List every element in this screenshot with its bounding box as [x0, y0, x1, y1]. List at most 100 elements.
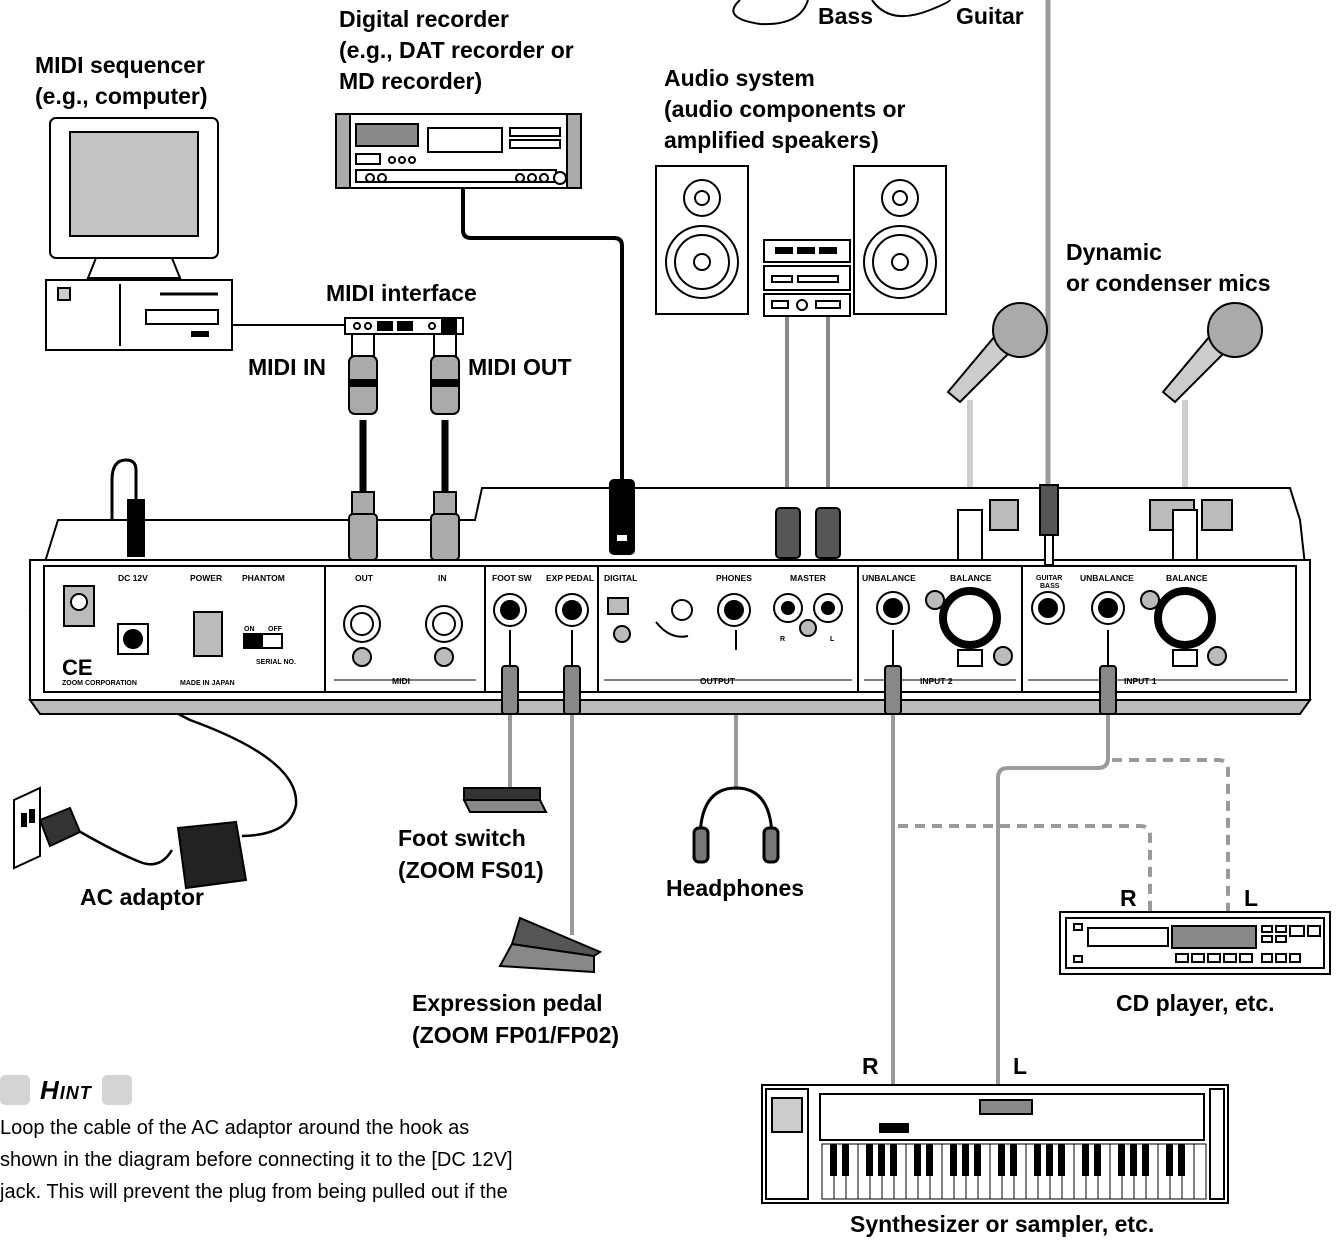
panel-midi-out: OUT	[355, 573, 374, 583]
panel-master: MASTER	[790, 573, 826, 583]
synth-black-key	[1142, 1144, 1149, 1176]
mics-label-1: Dynamic	[1066, 239, 1162, 265]
midi-plugs	[348, 333, 460, 415]
expression-pedal-icon	[498, 916, 603, 974]
panel-brand: ZOOM CORPORATION	[62, 680, 137, 687]
rear-panel	[28, 487, 1312, 715]
speaker-left-icon	[655, 165, 749, 315]
panel-bass: BASS	[1040, 583, 1060, 590]
synth-black-key	[1178, 1144, 1185, 1176]
synth-r-label: R	[862, 1053, 879, 1079]
expression-pedal-label-1: Expression pedal	[412, 990, 602, 1016]
audio-system-label-3: amplified speakers)	[664, 127, 879, 153]
panel-made: MADE IN JAPAN	[180, 680, 235, 687]
panel-power: POWER	[190, 573, 222, 583]
foot-switch-label-1: Foot switch	[398, 825, 526, 851]
hint-line-1: Loop the cable of the AC adaptor around …	[0, 1117, 470, 1139]
panel-unbalance-2: UNBALANCE	[862, 573, 916, 583]
synth-black-key	[998, 1144, 1005, 1176]
panel-phantom: PHANTOM	[242, 573, 285, 583]
panel-balance-1: BALANCE	[1166, 573, 1208, 583]
panel-input2: INPUT 2	[920, 676, 953, 686]
computer-icon	[45, 117, 233, 351]
hint-line-3: jack. This will prevent the plug from be…	[0, 1181, 508, 1203]
audio-system-label-1: Audio system	[664, 65, 815, 91]
hint-body: Loop the cable of the AC adaptor around …	[0, 1112, 740, 1208]
panel-input1: INPUT 1	[1124, 676, 1157, 686]
midi-out-label: MIDI OUT	[468, 354, 572, 380]
synth-black-key	[914, 1144, 921, 1176]
hint-square-left-icon	[0, 1075, 30, 1105]
guitar-label: Guitar	[956, 3, 1024, 29]
mic-left-icon	[946, 302, 1048, 404]
foot-switch-label-2: (ZOOM FS01)	[398, 857, 544, 883]
digital-recorder-text: Digital recorder (e.g., DAT recorder or …	[339, 6, 574, 94]
synth-black-key	[1046, 1144, 1053, 1176]
hint-title: Hint	[40, 1074, 92, 1105]
synth-black-key	[1166, 1144, 1173, 1176]
panel-master-l: L	[830, 636, 835, 643]
cd-player-icon	[1059, 911, 1331, 975]
panel-serial: SERIAL NO.	[256, 659, 296, 666]
panel-midi: MIDI	[392, 676, 410, 686]
midi-sequencer-label-2: (e.g., computer)	[35, 83, 208, 109]
headphones-label: Headphones	[666, 875, 804, 901]
audio-system-text: Audio system (audio components or amplif…	[664, 65, 906, 153]
panel-output: OUTPUT	[700, 676, 736, 686]
synth-black-key	[842, 1144, 849, 1176]
device-plugs	[127, 479, 1198, 715]
synth-black-key	[974, 1144, 981, 1176]
hint-square-right-icon	[101, 1075, 132, 1105]
headphones-icon	[692, 786, 780, 864]
midi-interface-label: MIDI interface	[326, 280, 477, 306]
audio-system-label-2: (audio components or	[664, 96, 906, 122]
midi-in-label: MIDI IN	[248, 354, 326, 380]
synth-white-key	[1193, 1143, 1207, 1200]
mics-text: Dynamic or condenser mics	[1066, 239, 1271, 296]
speaker-right-icon	[853, 165, 947, 315]
synth-black-key	[890, 1144, 897, 1176]
panel-guitar: GUITAR	[1036, 575, 1062, 582]
synth-black-key	[1034, 1144, 1041, 1176]
midi-interface-icon	[344, 317, 464, 335]
outlet-icon	[13, 786, 82, 870]
synth-black-key	[1130, 1144, 1137, 1176]
digital-recorder-label-2: (e.g., DAT recorder or	[339, 37, 574, 63]
digital-recorder-label-3: MD recorder)	[339, 68, 482, 94]
panel-unbalance-1: UNBALANCE	[1080, 573, 1134, 583]
ac-adaptor-icon	[176, 820, 248, 890]
ac-adaptor-label: AC adaptor	[80, 884, 204, 910]
bass-guitar-bodies	[732, 0, 951, 26]
synth-black-key	[926, 1144, 933, 1176]
bass-label: Bass	[818, 3, 873, 29]
midi-sequencer-label-1: MIDI sequencer	[35, 52, 205, 78]
cd-r-label: R	[1120, 885, 1137, 911]
panel-off: OFF	[268, 626, 283, 633]
cd-l-label: L	[1244, 885, 1258, 911]
synth-black-key	[962, 1144, 969, 1176]
synth-black-key	[866, 1144, 873, 1176]
panel-on: ON	[244, 626, 255, 633]
synth-black-key	[1118, 1144, 1125, 1176]
mics-label-2: or condenser mics	[1066, 270, 1271, 296]
synth-label: Synthesizer or sampler, etc.	[850, 1211, 1154, 1237]
synth-black-key	[830, 1144, 837, 1176]
synth-black-key	[1082, 1144, 1089, 1176]
mic-right-icon	[1161, 302, 1263, 404]
panel-labels: DC 12V POWER PHANTOM ON OFF SERIAL NO. Z…	[62, 573, 1208, 687]
amplifier-stack-icon	[763, 239, 851, 317]
foot-switch-icon	[462, 787, 548, 813]
synth-black-key	[950, 1144, 957, 1176]
synth-keyboard	[821, 1143, 1207, 1200]
panel-exp-pedal: EXP PEDAL	[546, 573, 594, 583]
panel-midi-in: IN	[438, 573, 447, 583]
synth-black-key	[1094, 1144, 1101, 1176]
panel-master-r: R	[780, 636, 785, 643]
synth-black-key	[1058, 1144, 1065, 1176]
digital-recorder-label-1: Digital recorder	[339, 6, 509, 32]
panel-dc12v: DC 12V	[118, 573, 148, 583]
hint-heading: Hint	[0, 1072, 132, 1108]
panel-phones: PHONES	[716, 573, 752, 583]
ce-mark: CE	[62, 655, 93, 680]
panel-digital: DIGITAL	[604, 573, 637, 583]
